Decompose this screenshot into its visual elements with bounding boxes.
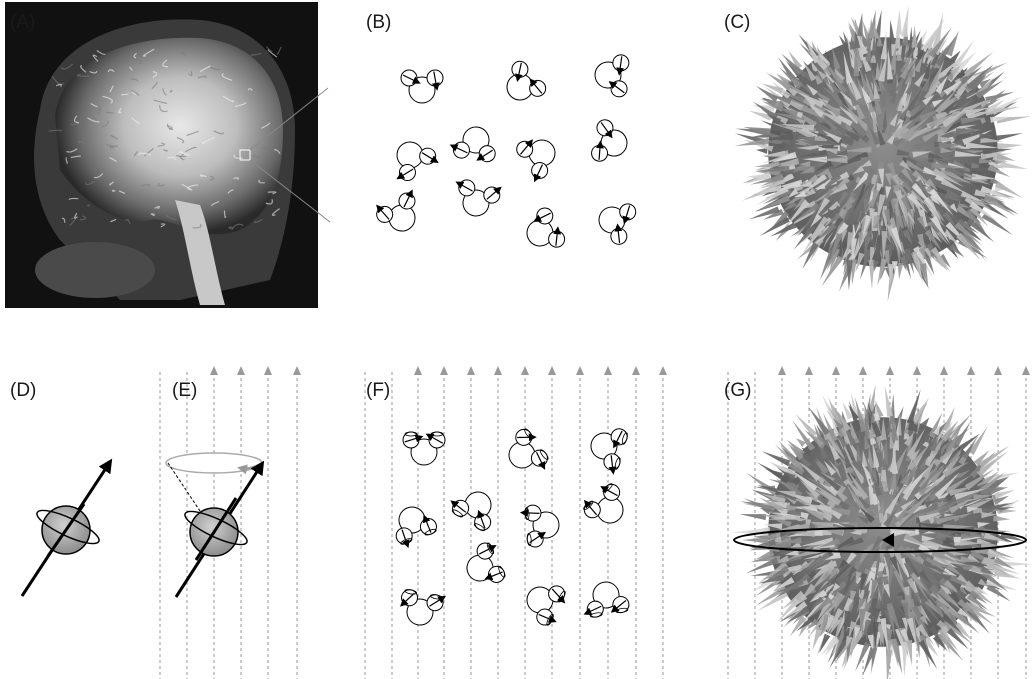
- mri-image: [5, 2, 318, 308]
- water-molecule: [499, 426, 553, 482]
- water-molecules-in-field: [388, 422, 635, 629]
- water-molecule: [590, 118, 631, 166]
- field-arrow: [832, 366, 840, 375]
- field-arrow: [521, 366, 529, 375]
- spin-sphere-random: [735, 5, 1031, 302]
- water-molecule: [580, 579, 630, 619]
- field-arrow: [940, 366, 948, 375]
- panel-label-b: (B): [366, 12, 391, 34]
- water-molecule: [579, 479, 634, 534]
- field-arrow: [967, 366, 975, 375]
- water-molecule: [594, 53, 630, 97]
- panel-label-a: (A): [10, 12, 35, 34]
- water-molecule: [519, 575, 570, 629]
- field-arrow: [237, 366, 245, 375]
- field-arrow: [659, 366, 667, 375]
- water-molecule: [512, 128, 564, 182]
- field-arrow: [913, 366, 921, 375]
- water-molecule: [496, 58, 549, 111]
- field-arrow: [778, 366, 786, 375]
- panel-label-d: (D): [10, 380, 36, 402]
- panel-label-g: (G): [724, 380, 751, 402]
- field-arrow: [632, 366, 640, 375]
- water-molecule: [401, 70, 443, 103]
- water-molecule: [519, 205, 567, 257]
- water-molecule: [388, 500, 440, 549]
- field-arrow: [1022, 366, 1030, 375]
- spin-sphere-in-field: [731, 385, 1032, 679]
- water-molecule: [450, 176, 502, 221]
- field-arrow: [859, 366, 867, 375]
- water-molecule: [585, 422, 629, 474]
- water-molecule: [403, 432, 445, 465]
- water-molecule: [383, 132, 440, 188]
- field-arrow: [886, 366, 894, 375]
- water-molecule: [397, 588, 445, 628]
- water-molecule: [447, 481, 503, 533]
- panel-label-e: (E): [172, 380, 197, 402]
- field-arrow: [805, 366, 813, 375]
- panel-label-f: (F): [366, 380, 390, 402]
- field-arrow: [440, 366, 448, 375]
- field-arrow: [548, 366, 556, 375]
- field-arrow: [293, 366, 301, 375]
- water-molecules-random: [372, 53, 638, 257]
- field-arrow: [494, 366, 502, 375]
- field-arrow: [414, 366, 422, 375]
- field-arrow: [210, 366, 218, 375]
- field-arrow: [576, 366, 584, 375]
- water-molecule: [593, 196, 638, 247]
- water-molecule: [372, 187, 428, 240]
- field-arrow: [994, 366, 1002, 375]
- water-molecule: [459, 539, 510, 593]
- water-molecule: [521, 503, 560, 548]
- panel-label-c: (C): [724, 12, 750, 34]
- single-proton: [22, 462, 110, 596]
- field-arrow: [264, 366, 272, 375]
- field-arrow: [604, 366, 612, 375]
- water-molecule: [450, 124, 499, 163]
- field-arrow: [467, 366, 475, 375]
